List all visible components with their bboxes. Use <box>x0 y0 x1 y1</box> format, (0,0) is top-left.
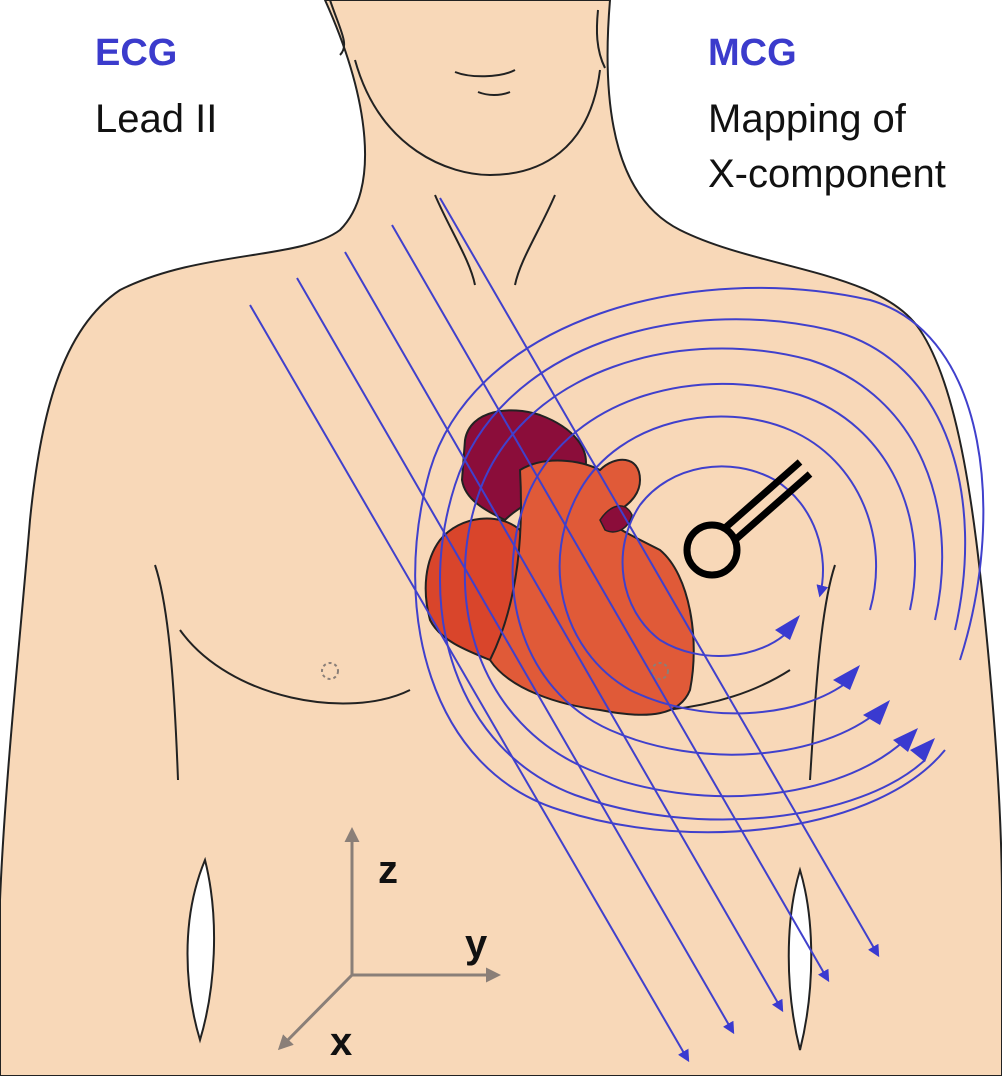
y-axis-label: y <box>465 922 487 967</box>
x-axis-label: x <box>330 1020 352 1065</box>
ecg-title: ECG <box>95 32 177 75</box>
mcg-title: MCG <box>708 32 797 75</box>
mcg-subtitle-line1: Mapping of <box>708 95 906 143</box>
ecg-subtitle: Lead II <box>95 95 217 143</box>
z-axis-label: z <box>378 848 398 893</box>
mcg-subtitle-line2: X-component <box>708 150 946 198</box>
